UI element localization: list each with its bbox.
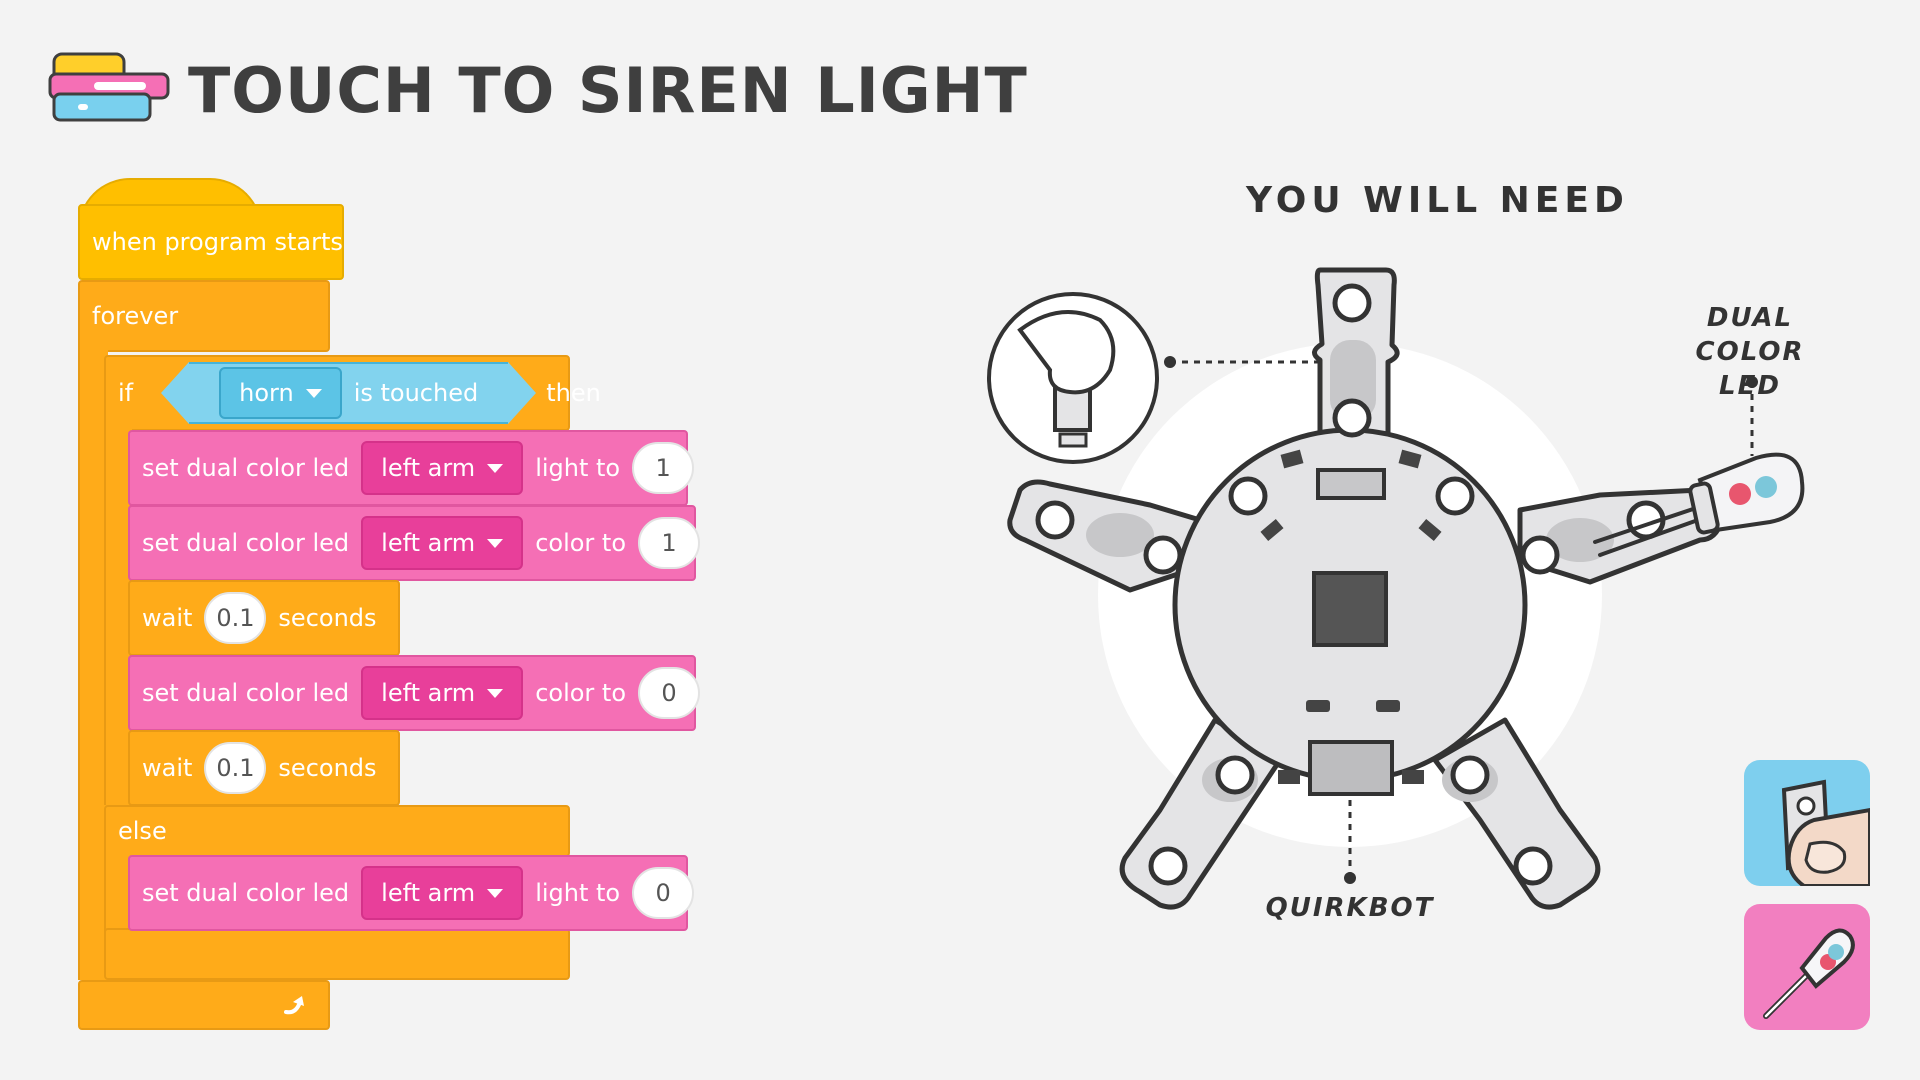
led-target-dropdown[interactable]: left arm <box>361 441 524 495</box>
horn-dropdown[interactable]: horn <box>219 367 342 419</box>
value-input[interactable]: 0 <box>638 667 701 719</box>
chevron-down-icon <box>487 538 504 548</box>
led-label-line-2: COLOR LED <box>1695 336 1805 401</box>
chevron-down-icon <box>487 688 504 698</box>
block-label: set dual color led <box>142 679 350 707</box>
touch-condition[interactable]: horn is touched <box>161 362 537 424</box>
board-button <box>1316 468 1386 500</box>
block-label: set dual color led <box>142 529 350 557</box>
action-label: light to <box>535 454 621 482</box>
block-label: set dual color led <box>142 879 350 907</box>
led-target-dropdown[interactable]: left arm <box>361 516 524 570</box>
if-label: if <box>118 379 134 407</box>
wait-block[interactable]: wait 0.1 seconds <box>128 580 400 656</box>
touch-horn-icon <box>1744 760 1870 886</box>
unit-label: seconds <box>278 604 377 632</box>
page-title: TOUCH TO SIREN LIGHT <box>188 54 1028 127</box>
forever-arm <box>78 340 108 980</box>
forever-block[interactable]: forever <box>78 280 330 352</box>
dropdown-label: left arm <box>381 879 476 907</box>
if-block[interactable]: if horn is touched then <box>104 355 601 431</box>
action-label: light to <box>535 879 621 907</box>
else-block[interactable]: else <box>104 805 570 857</box>
dropdown-label: left arm <box>381 529 476 557</box>
chevron-down-icon <box>487 888 504 898</box>
forever-label: forever <box>92 302 179 330</box>
chevron-down-icon <box>487 463 504 473</box>
quirkbot-diagram <box>987 267 1805 910</box>
chevron-down-icon <box>305 388 322 398</box>
value-input[interactable]: 0.1 <box>204 592 267 644</box>
led-label-line-1: DUAL <box>1706 303 1794 333</box>
value-input[interactable]: 1 <box>638 517 701 569</box>
led-target-dropdown[interactable]: left arm <box>361 666 524 720</box>
if-bottom <box>104 928 570 980</box>
else-label: else <box>118 817 167 845</box>
dual-led-icon <box>1744 904 1870 1030</box>
if-arm <box>104 425 132 805</box>
value-input[interactable]: 0.1 <box>204 742 267 794</box>
led-light-block[interactable]: set dual color led left arm light to 1 <box>128 430 695 506</box>
usb-port <box>1308 740 1394 796</box>
wait-block[interactable]: wait 0.1 seconds <box>128 730 400 806</box>
small-components <box>1260 449 1442 784</box>
you-will-need-title: YOU WILL NEED <box>1246 180 1629 221</box>
led-color-block[interactable]: set dual color led left arm color to 1 <box>128 505 701 581</box>
board-label: QUIRKBOT <box>1265 893 1435 923</box>
block-label: set dual color led <box>142 454 350 482</box>
led-label: DUAL COLOR LED <box>1660 302 1840 403</box>
led-light-block[interactable]: set dual color led left arm light to 0 <box>128 855 695 931</box>
else-arm <box>104 852 132 932</box>
condition-text: is touched <box>353 379 479 407</box>
hat-block[interactable]: when program starts <box>78 204 344 280</box>
horn-dropdown-label: horn <box>239 379 294 407</box>
unit-label: seconds <box>278 754 377 782</box>
dual-color-led <box>1593 452 1805 557</box>
loop-arrow-icon <box>284 996 304 1015</box>
action-label: color to <box>535 679 627 707</box>
then-label: then <box>546 379 601 407</box>
touch-zoom-illustration <box>987 292 1159 464</box>
dropdown-label: left arm <box>381 454 476 482</box>
block-label: wait <box>142 604 193 632</box>
block-label: wait <box>142 754 193 782</box>
led-target-dropdown[interactable]: left arm <box>361 866 524 920</box>
value-input[interactable]: 0 <box>632 867 695 919</box>
quirkbot-logo-icon <box>48 52 170 122</box>
action-label: color to <box>535 529 627 557</box>
board-chip <box>1312 571 1388 647</box>
dropdown-label: left arm <box>381 679 476 707</box>
led-color-block[interactable]: set dual color led left arm color to 0 <box>128 655 701 731</box>
value-input[interactable]: 1 <box>632 442 695 494</box>
forever-bottom <box>78 980 330 1030</box>
hat-label: when program starts <box>92 228 343 256</box>
